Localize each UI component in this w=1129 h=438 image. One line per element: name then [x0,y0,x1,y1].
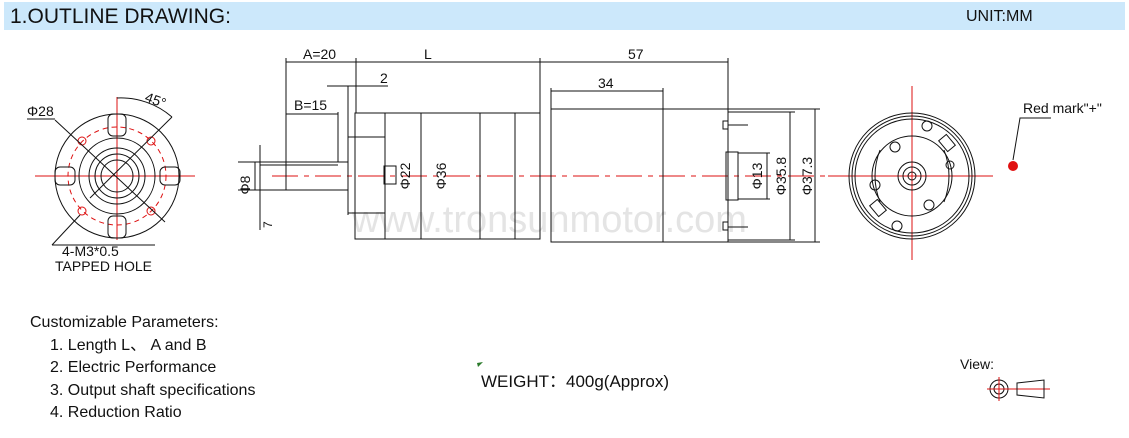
hole-spec-label: 4-M3*0.5 [62,243,119,259]
dim-34-label: 34 [598,75,614,91]
view-label: View: [960,356,994,372]
red-mark-dot [1008,161,1018,171]
dia-22-label: Φ22 [397,162,413,189]
angle-label: 45° [143,89,168,111]
hole-note-label: TAPPED HOLE [55,258,152,274]
dia-358-label: Φ35.8 [773,157,789,196]
param-item: 1. Length L、 A and B [50,336,207,354]
watermark: www.tronsunmotor.com [351,199,747,241]
param-item: 3. Output shaft specifications [50,381,256,399]
dia-36-label: Φ36 [433,162,449,189]
section-title: 1.OUTLINE DRAWING: [10,5,231,28]
red-mark-label: Red mark"+" [1023,100,1102,116]
weight-label: WEIGHT：400g(Approx) [481,372,669,391]
front-view: 45° Φ28 4-M3*0.5 TAPPED HOLE [27,89,195,274]
dia-373-label: Φ37.3 [799,157,815,196]
dim-a-label: A=20 [303,46,336,62]
dim-b-label: B=15 [294,97,327,113]
dim-2-label: 2 [380,70,388,86]
unit-label: UNIT:MM [966,8,1033,25]
projection-symbol [987,377,1050,401]
shaft-dia-label: Φ8 [237,175,253,194]
dim-57-label: 57 [628,46,644,62]
dia-13-label: Φ13 [749,162,765,189]
param-item: 4. Reduction Ratio [50,404,182,421]
param-item: 2. Electric Performance [50,359,217,376]
bolt-circle-label: Φ28 [27,103,54,119]
rear-view: Red mark"+" [828,86,1102,260]
dim-l-label: L [424,46,432,62]
params-title: Customizable Parameters: [30,314,219,331]
side-view: A=20 L 57 34 2 B=15 Φ8 7 Φ22 Φ36 Φ13 Φ35… [237,46,860,243]
section-header: 1.OUTLINE DRAWING: UNIT:MM [4,2,1125,30]
flat-label: 7 [261,221,275,228]
customizable-parameters: Customizable Parameters: 1. Length L、 A … [30,312,255,425]
